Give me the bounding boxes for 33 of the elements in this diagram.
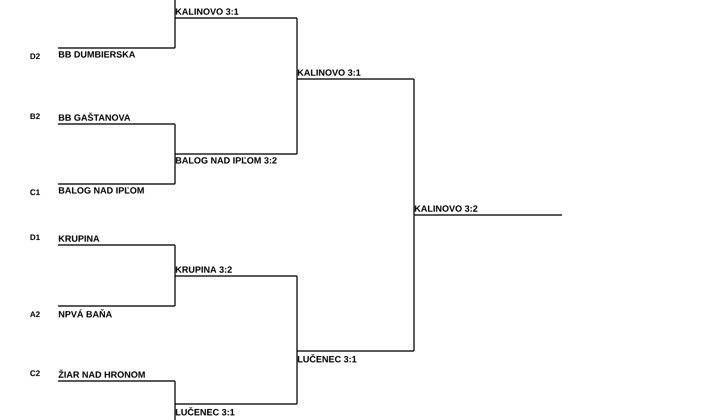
bracket-line [174, 124, 176, 154]
bracket-line [174, 245, 176, 276]
team-slot: KRUPINA [58, 235, 175, 246]
seed-label: A2 [30, 311, 40, 317]
bracket-line [296, 276, 298, 351]
seed-label: C1 [30, 189, 40, 196]
bracket-line [296, 79, 298, 154]
team-slot: LUČENEC 3:1 [175, 403, 297, 416]
team-slot: BALOG NAD IPĽOM 3:2 [175, 153, 297, 164]
team-slot: KALINOVO 3:1 [175, 8, 297, 19]
bracket-line [296, 18, 298, 79]
team-slot: LUČENEC 3:1 [297, 350, 414, 362]
bracket-line [174, 381, 176, 404]
bracket-line [174, 0, 176, 18]
bracket-line [296, 351, 298, 404]
team-slot: NPVÁ BAŇA [58, 305, 175, 318]
bracket-line [413, 215, 415, 351]
team-slot: KRUPINA 3:2 [175, 266, 297, 277]
bracket-line [174, 154, 176, 184]
seed-label: C2 [30, 370, 40, 376]
seed-label: D2 [30, 53, 40, 59]
seed-label: D1 [30, 234, 40, 240]
bracket-line [413, 79, 415, 215]
bracket-line [174, 18, 176, 48]
bracket-line [174, 276, 176, 306]
team-slot: KALINOVO 3:2 [414, 205, 562, 216]
team-slot: BB DUMBIERSKA [58, 47, 175, 58]
team-slot: ŽIAR NAD HRONOM [58, 370, 175, 382]
team-slot: KALINOVO 3:1 [297, 69, 414, 80]
bracket-line [174, 404, 176, 420]
team-slot: BALOG NAD IPĽOM [58, 183, 175, 194]
team-slot: BB GAŠTANOVA [58, 112, 175, 125]
seed-label: B2 [30, 113, 40, 119]
